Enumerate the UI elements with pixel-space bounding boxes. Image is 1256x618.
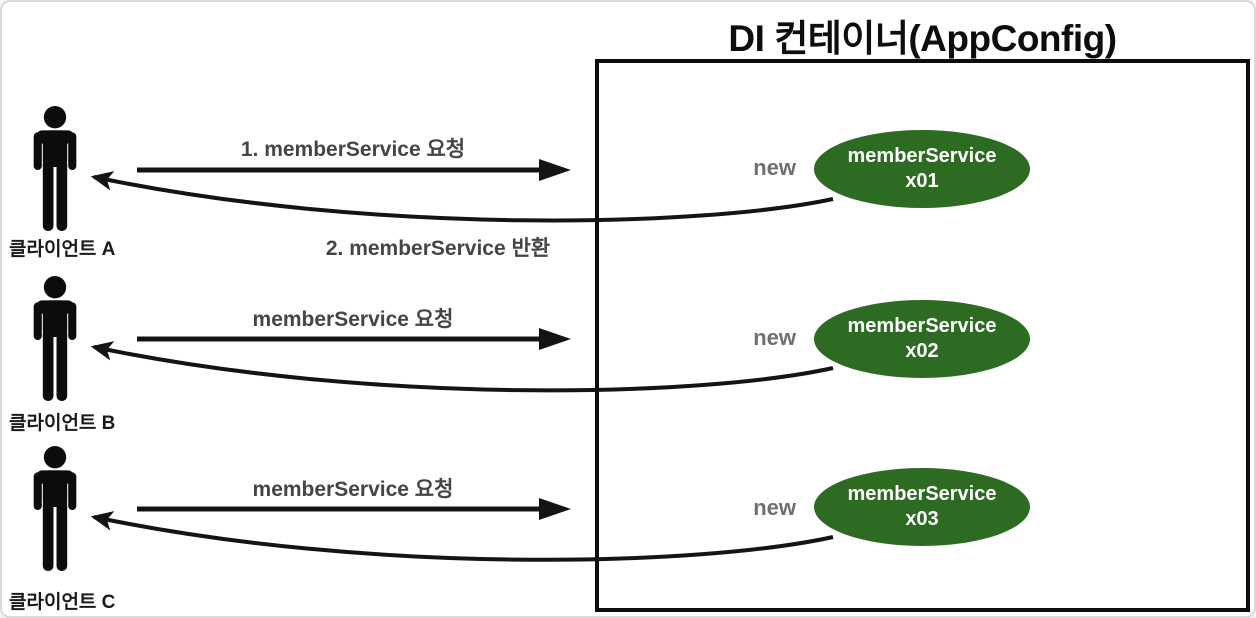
client-c-label: 클라이언트 C <box>9 592 116 613</box>
client-a-label: 클라이언트 A <box>9 239 116 260</box>
new-label-1: new <box>753 155 796 180</box>
instance-id: x01 <box>905 170 939 192</box>
request-arrow-c-label: memberService 요청 <box>252 478 454 501</box>
client-c-person-icon <box>33 446 77 571</box>
service-name: memberService <box>847 315 997 337</box>
request-arrow-c <box>137 498 571 520</box>
return-arrow-a <box>90 171 834 223</box>
return-arrow-b <box>90 341 834 393</box>
client-b-person-icon <box>33 276 77 401</box>
service-name: memberService <box>847 483 997 505</box>
di-container-box <box>595 59 1250 612</box>
new-label-2: new <box>753 325 796 350</box>
service-name: memberService <box>847 145 997 167</box>
instance-id: x02 <box>905 340 939 362</box>
request-arrow-a-label: 1. memberService 요청 <box>240 138 466 161</box>
new-label-3: new <box>753 495 796 520</box>
client-b-label: 클라이언트 B <box>9 413 116 434</box>
request-arrow-b <box>137 328 571 350</box>
member-service-x03-ellipse: memberService x03 <box>814 468 1030 546</box>
member-service-x02-ellipse: memberService x02 <box>814 300 1030 378</box>
return-arrow-a-label: 2. memberService 반환 <box>325 237 551 260</box>
member-service-x01-ellipse: memberService x01 <box>814 130 1030 208</box>
request-arrow-a <box>137 159 571 181</box>
request-arrow-b-label: memberService 요청 <box>252 308 454 331</box>
client-a-person-icon <box>33 106 77 231</box>
return-arrow-c <box>90 511 834 562</box>
instance-id: x03 <box>905 508 939 530</box>
di-container-title: DI 컨테이너(AppConfig) <box>728 18 1117 59</box>
